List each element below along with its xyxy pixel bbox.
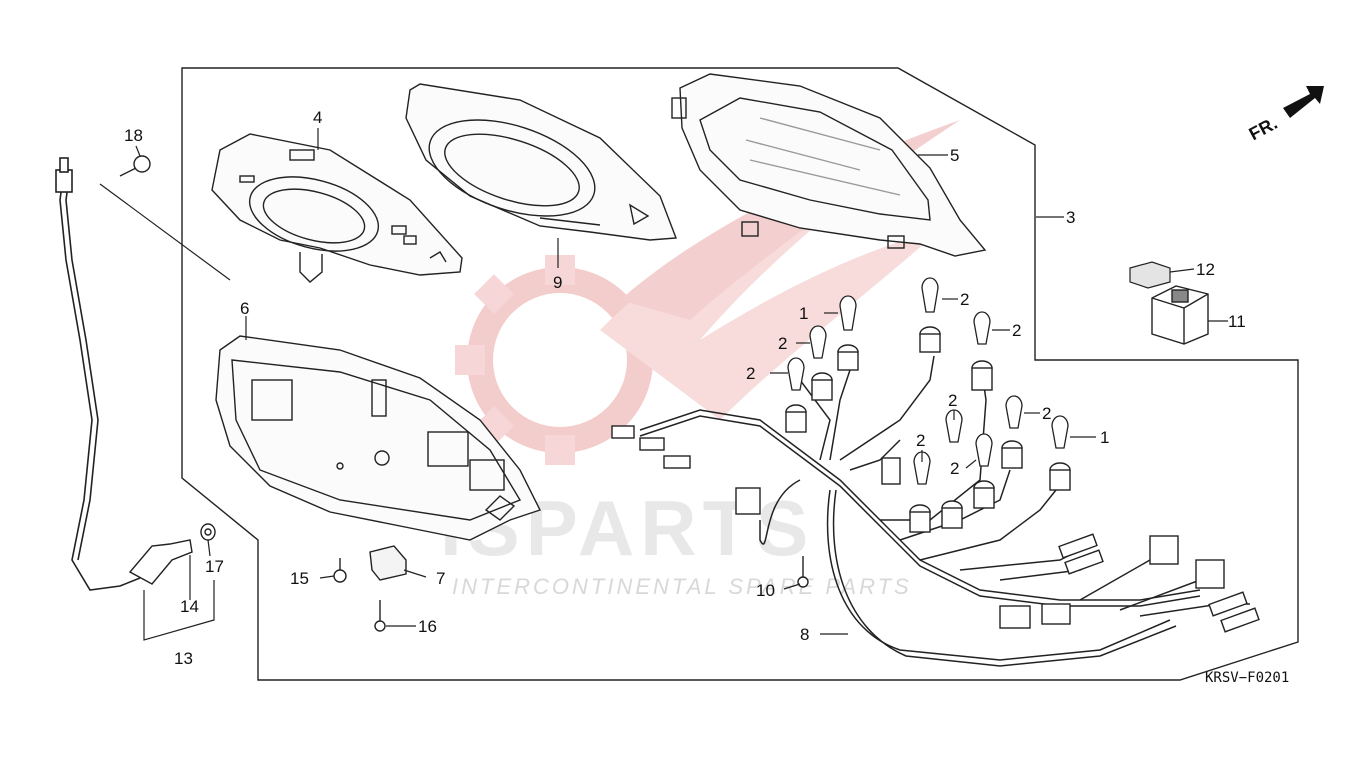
callout-1-bulb-top: 1 (799, 304, 808, 323)
diagram-code: KRSV−F0201 (1205, 670, 1289, 686)
callout-14-gear: 14 (180, 597, 199, 616)
pad-part-12 (1129, 261, 1171, 289)
callout-3-meter-assembly: 3 (1066, 208, 1075, 227)
callout-2-bulb-a: 2 (960, 290, 969, 309)
group-bracket-13 (143, 555, 215, 641)
callout-1-bulb-right: 1 (1100, 428, 1109, 447)
front-arrow-icon (1283, 86, 1324, 118)
callout-labels: 1 1 2 2 2 2 2 2 2 2 3 4 5 6 7 8 9 10 11 … (124, 108, 1246, 668)
callout-8-harness: 8 (800, 625, 809, 644)
speedometer-cable-part-13 (55, 157, 141, 591)
callout-7-bracket: 7 (436, 569, 445, 588)
gear-part-14 (128, 539, 193, 585)
leader-lines (99, 128, 1228, 635)
callout-2-bulb-b: 2 (778, 334, 787, 353)
front-direction-indicator: FR. (1246, 86, 1324, 144)
screw-part-18 (119, 155, 151, 177)
case-part-6 (215, 335, 541, 541)
bulbs (787, 277, 1069, 485)
callout-16-screw: 16 (418, 617, 437, 636)
callout-13-cable: 13 (174, 649, 193, 668)
assembly-boundary-3 (181, 67, 1299, 681)
callout-17-washer: 17 (205, 557, 224, 576)
callout-2-bulb-d: 2 (1012, 321, 1021, 340)
callout-2-bulb-h: 2 (950, 459, 959, 478)
screw-part-15 (333, 558, 347, 583)
callout-2-bulb-c: 2 (746, 364, 755, 383)
callout-4-meter-panel: 4 (313, 108, 322, 127)
front-label: FR. (1246, 113, 1281, 144)
lens-part-5 (671, 73, 987, 257)
callout-5-lens: 5 (950, 146, 959, 165)
callout-6-case: 6 (240, 299, 249, 318)
harness-connectors (611, 425, 1260, 633)
callout-18-screw: 18 (124, 126, 143, 145)
meter-panel-part-4 (211, 133, 463, 283)
screw-part-10 (797, 556, 809, 588)
callout-12-pad: 12 (1196, 260, 1215, 279)
callout-15-screw: 15 (290, 569, 309, 588)
bulb-sockets (785, 326, 1071, 533)
callout-10-screw: 10 (756, 581, 775, 600)
callout-9-visor: 9 (553, 273, 562, 292)
callout-11-relay: 11 (1228, 312, 1246, 331)
watermark-tagline: INTERCONTINENTAL SPARE PARTS (452, 574, 912, 599)
callout-2-bulb-e: 2 (948, 391, 957, 410)
callout-2-bulb-g: 2 (916, 431, 925, 450)
screw-part-16 (374, 600, 386, 632)
callout-2-bulb-f: 2 (1042, 404, 1051, 423)
washer-part-17 (200, 523, 216, 541)
relay-part-11 (1151, 285, 1209, 345)
visor-part-9 (405, 83, 677, 241)
bracket-part-7 (369, 545, 407, 581)
